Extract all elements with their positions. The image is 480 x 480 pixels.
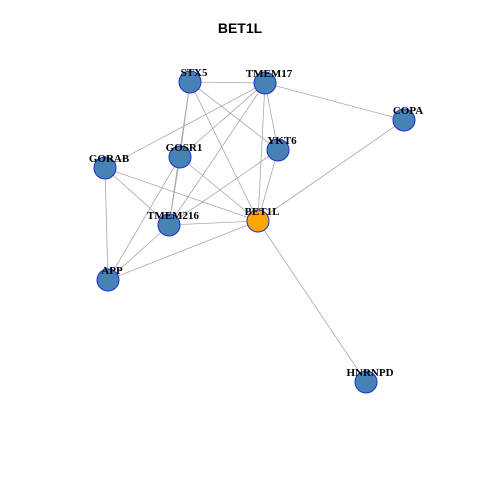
edge-gorab-tmem216 [104, 167, 170, 226]
edge-stx5-bet1l [189, 81, 259, 222]
node-ykt6 [266, 138, 290, 162]
edge-tmem17-copa [264, 82, 405, 121]
node-label-bet1l: BET1L [245, 206, 280, 218]
node-label-tmem216: TMEM216 [147, 210, 199, 222]
node-tmem216 [157, 213, 181, 237]
edge-ykt6-tmem216 [168, 149, 279, 226]
edge-bet1l-hnrnpd [257, 220, 367, 383]
node-label-gorab: GORAB [89, 153, 130, 165]
node-label-app: APP [101, 265, 123, 277]
edge-tmem17-tmem216 [168, 82, 266, 226]
node-app [96, 268, 120, 292]
node-gosr1 [168, 145, 192, 169]
node-layer [93, 70, 416, 394]
node-label-hnrnpd: HNRNPD [346, 367, 393, 379]
node-stx5 [178, 70, 202, 94]
graph-title: BET1L [217, 20, 263, 36]
edge-tmem17-gosr1 [179, 82, 266, 158]
node-label-gosr1: GOSR1 [166, 142, 203, 154]
edge-gorab-app [104, 167, 109, 281]
node-copa [392, 108, 416, 132]
edge-tmem17-gorab [104, 82, 266, 169]
node-hnrnpd [354, 370, 378, 394]
node-tmem17 [253, 71, 277, 95]
edge-gosr1-bet1l [179, 156, 259, 222]
node-label-copa: COPA [393, 105, 423, 117]
edge-ykt6-bet1l [257, 149, 279, 222]
node-label-ykt6: YKT6 [267, 135, 297, 147]
node-bet1l [246, 209, 270, 233]
edge-stx5-tmem17 [189, 81, 266, 84]
node-gorab [93, 156, 117, 180]
edge-tmem216-bet1l [168, 220, 259, 226]
edge-copa-bet1l [257, 119, 405, 222]
edge-gorab-bet1l [104, 167, 259, 222]
edge-app-bet1l [107, 220, 259, 281]
edge-tmem17-bet1l [257, 82, 266, 222]
edge-layer [104, 81, 405, 383]
node-label-stx5: STX5 [181, 67, 208, 79]
node-label-tmem17: TMEM17 [246, 68, 293, 80]
edge-tmem216-app [107, 224, 170, 281]
edge-gosr1-app [107, 156, 181, 281]
edge-stx5-ykt6 [189, 81, 279, 151]
